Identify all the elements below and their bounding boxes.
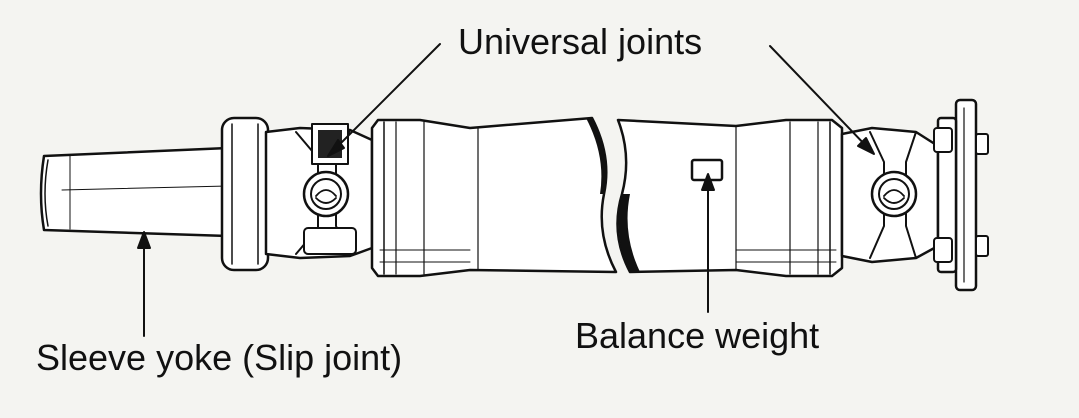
sleeve-yoke-collar	[220, 116, 270, 272]
sleeve-yoke-label: Sleeve yoke (Slip joint)	[36, 337, 403, 378]
leader-lines	[137, 43, 875, 337]
sleeve-yoke-shaft	[39, 146, 230, 238]
universal-joints-label: Universal joints	[458, 21, 703, 62]
universal-joints-arrowhead-rear	[857, 137, 875, 155]
shaft-tube-left	[370, 116, 618, 278]
front-universal-joint	[264, 123, 374, 260]
universal-joints-leader-rear	[769, 45, 871, 151]
flange-yoke	[933, 98, 989, 292]
universal-joints-arrowhead-front	[327, 139, 345, 157]
rear-universal-joint	[840, 126, 940, 264]
universal-joints-leader-front	[331, 43, 441, 153]
balance-weight-arrowhead	[701, 173, 715, 191]
balance-weight-label: Balance weight	[575, 315, 820, 356]
shaft-tube-right	[616, 118, 844, 278]
sleeve-yoke-arrowhead	[137, 231, 151, 249]
